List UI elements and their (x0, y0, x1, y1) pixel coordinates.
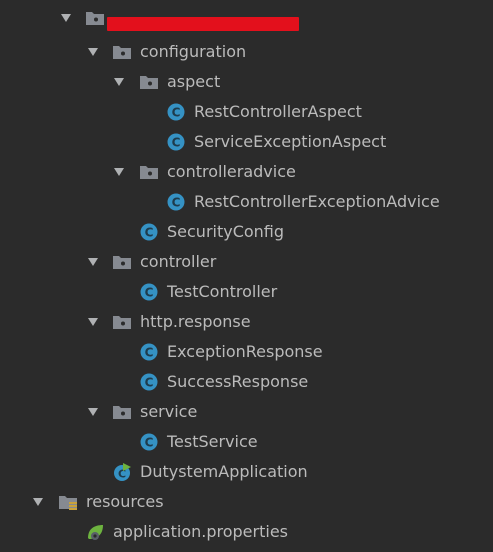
java-class-icon (139, 432, 159, 452)
tree-row-label: controller (140, 252, 217, 271)
tree-row-label: SuccessResponse (167, 372, 309, 391)
tree-row-label: resources (86, 492, 164, 511)
tree-row-success-response[interactable]: SuccessResponse (0, 367, 493, 397)
package-folder-icon (139, 162, 159, 182)
package-folder-icon (112, 42, 132, 62)
tree-row-dutystem-application[interactable]: DutystemApplication (0, 457, 493, 487)
chevron-down-icon[interactable] (87, 256, 99, 268)
tree-row-label: http.response (140, 312, 251, 331)
java-class-icon (139, 372, 159, 392)
java-class-icon (139, 342, 159, 362)
tree-row-controller[interactable]: controller (0, 247, 493, 277)
tree-row-label: ServiceExceptionAspect (194, 132, 387, 151)
tree-row-label: service (140, 402, 198, 421)
chevron-down-icon[interactable] (32, 496, 44, 508)
tree-row-label: DutystemApplication (140, 462, 308, 481)
java-class-icon (166, 132, 186, 152)
tree-row-controlleradvice[interactable]: controlleradvice (0, 157, 493, 187)
tree-row-http-response[interactable]: http.response (0, 307, 493, 337)
tree-row-label: RestControllerAspect (194, 102, 362, 121)
tree-row-resources[interactable]: resources (0, 487, 493, 517)
redaction-bar (107, 17, 299, 31)
package-folder-icon (112, 252, 132, 272)
package-folder-icon (139, 72, 159, 92)
tree-row-security-config[interactable]: SecurityConfig (0, 217, 493, 247)
chevron-down-icon[interactable] (60, 12, 72, 24)
tree-row-rest-controller-exception-advice[interactable]: RestControllerExceptionAdvice (0, 187, 493, 217)
tree-row-test-service[interactable]: TestService (0, 427, 493, 457)
tree-row-configuration[interactable]: configuration (0, 37, 493, 67)
tree-row-label: aspect (167, 72, 221, 91)
resources-folder-icon (58, 492, 78, 512)
tree-row-rest-controller-aspect[interactable]: RestControllerAspect (0, 97, 493, 127)
spring-properties-icon (85, 522, 105, 542)
tree-row-aspect[interactable]: aspect (0, 67, 493, 97)
tree-row-label: SecurityConfig (167, 222, 285, 241)
tree-row-label: RestControllerExceptionAdvice (194, 192, 440, 211)
tree-row-service[interactable]: service (0, 397, 493, 427)
tree-row-root-package[interactable] (0, 3, 493, 33)
package-folder-icon (85, 8, 105, 28)
tree-row-label: configuration (140, 42, 247, 61)
chevron-down-icon[interactable] (113, 166, 125, 178)
tree-row-label: TestController (167, 282, 278, 301)
chevron-down-icon[interactable] (87, 316, 99, 328)
package-folder-icon (112, 312, 132, 332)
tree-row-exception-response[interactable]: ExceptionResponse (0, 337, 493, 367)
tree-row-label: application.properties (113, 522, 288, 541)
package-folder-icon (112, 402, 132, 422)
tree-row-label: controlleradvice (167, 162, 296, 181)
java-class-icon (139, 222, 159, 242)
java-class-icon (166, 192, 186, 212)
tree-row-service-exception-aspect[interactable]: ServiceExceptionAspect (0, 127, 493, 157)
java-class-icon (139, 282, 159, 302)
chevron-down-icon[interactable] (87, 46, 99, 58)
tree-row-label: ExceptionResponse (167, 342, 323, 361)
java-class-icon (166, 102, 186, 122)
tree-row-test-controller[interactable]: TestController (0, 277, 493, 307)
spring-boot-app-icon (112, 462, 132, 482)
chevron-down-icon[interactable] (87, 406, 99, 418)
chevron-down-icon[interactable] (113, 76, 125, 88)
tree-row-label: TestService (167, 432, 258, 451)
tree-row-application-properties[interactable]: application.properties (0, 517, 493, 547)
